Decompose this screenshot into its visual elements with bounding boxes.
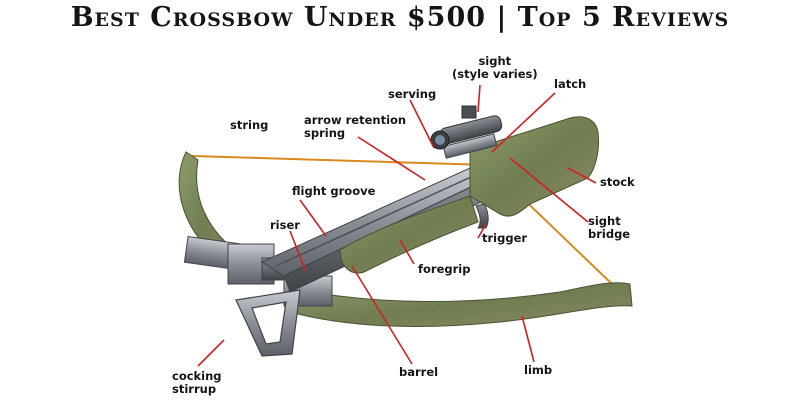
trigger [475,203,489,229]
label-riser: riser [270,218,300,232]
label-barrel: barrel [399,365,439,379]
label-arrow-retention-line1: arrow retention [304,113,407,127]
label-sight-bridge-line1: sight [588,214,621,228]
label-flight-groove: flight groove [292,184,376,198]
label-sight-bridge-line2: bridge [588,227,631,241]
label-cocking-line1: cocking [172,369,222,383]
label-arrow-retention-line2: spring [304,126,346,140]
leader-lines [197,84,597,367]
label-trigger: trigger [482,231,528,245]
label-limb: limb [524,363,553,377]
label-sight-bridge: sight bridge [588,215,630,241]
label-serving: serving [388,87,437,101]
label-sight-line1: sight [478,54,512,68]
label-arrow-retention-spring: arrow retention spring [304,114,406,140]
label-cocking-line2: stirrup [172,382,217,396]
right-limb [289,282,633,328]
label-foregrip: foregrip [418,262,471,276]
label-cocking-stirrup: cocking stirrup [172,370,222,396]
page-title: Best Crossbow Under $500 | Top 5 Reviews [70,2,730,33]
flight-groove-line [275,171,483,267]
cocking-stirrup [235,289,301,357]
label-latch: latch [554,77,587,91]
label-sight: sight (style varies) [452,55,538,81]
label-string: string [230,118,269,132]
label-stock: stock [600,175,635,189]
sight-mount [430,105,503,159]
foregrip [339,195,479,274]
label-sight-line2: (style varies) [452,67,538,81]
